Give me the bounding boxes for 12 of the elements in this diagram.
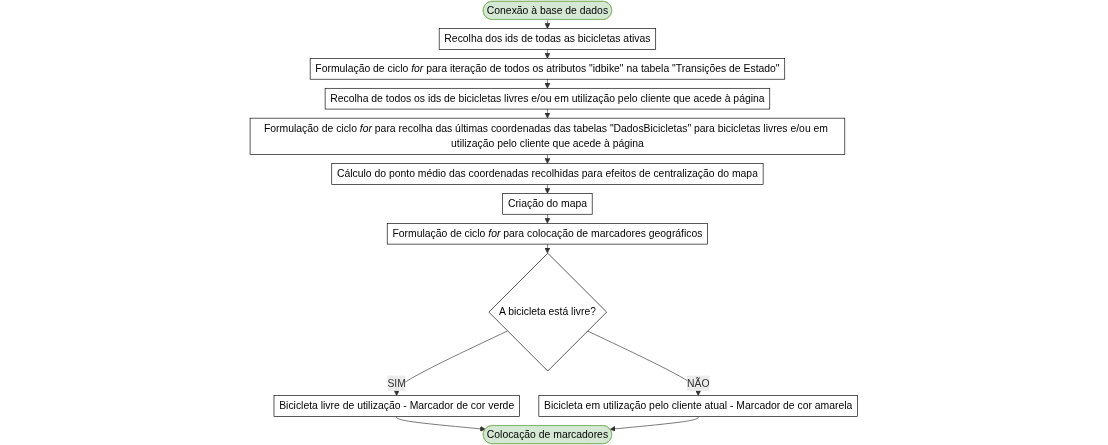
node-box: Bicicleta em utilização pelo cliente atual - Marcador de cor amarela xyxy=(538,395,859,417)
node-box: Recolha de todos os ids de bicicletas livres e/ou em utilização pelo cliente que acede à página xyxy=(324,87,771,110)
node-box: Formulação de ciclo for para recolha das últimas coordenadas das tabelas "DadosBicicletas" para bicicletas livres e/ou em utilização pelo cliente que acede à página xyxy=(249,117,846,155)
node-box: Criação do mapa xyxy=(502,193,593,215)
node-box: Recolha dos ids de todas as bicicletas ativas xyxy=(439,28,657,50)
edge-label: NÃO xyxy=(687,377,710,389)
node-diamond: A bicicleta está livre? xyxy=(488,252,608,372)
node-box: Formulação de ciclo for para iteração de todos os atributos "idbike" na tabela "Transições de Estado" xyxy=(310,58,786,80)
node-box: Bicicleta livre de utilização - Marcador de cor verde xyxy=(273,395,520,417)
node-box: Cálculo do ponto médio das coordenadas recolhidas para efeitos de centralização do mapa xyxy=(331,163,764,185)
edge-label: SIM xyxy=(387,377,407,389)
node-box: Formulação de ciclo for para colocação de marcadores geográficos xyxy=(387,223,709,245)
